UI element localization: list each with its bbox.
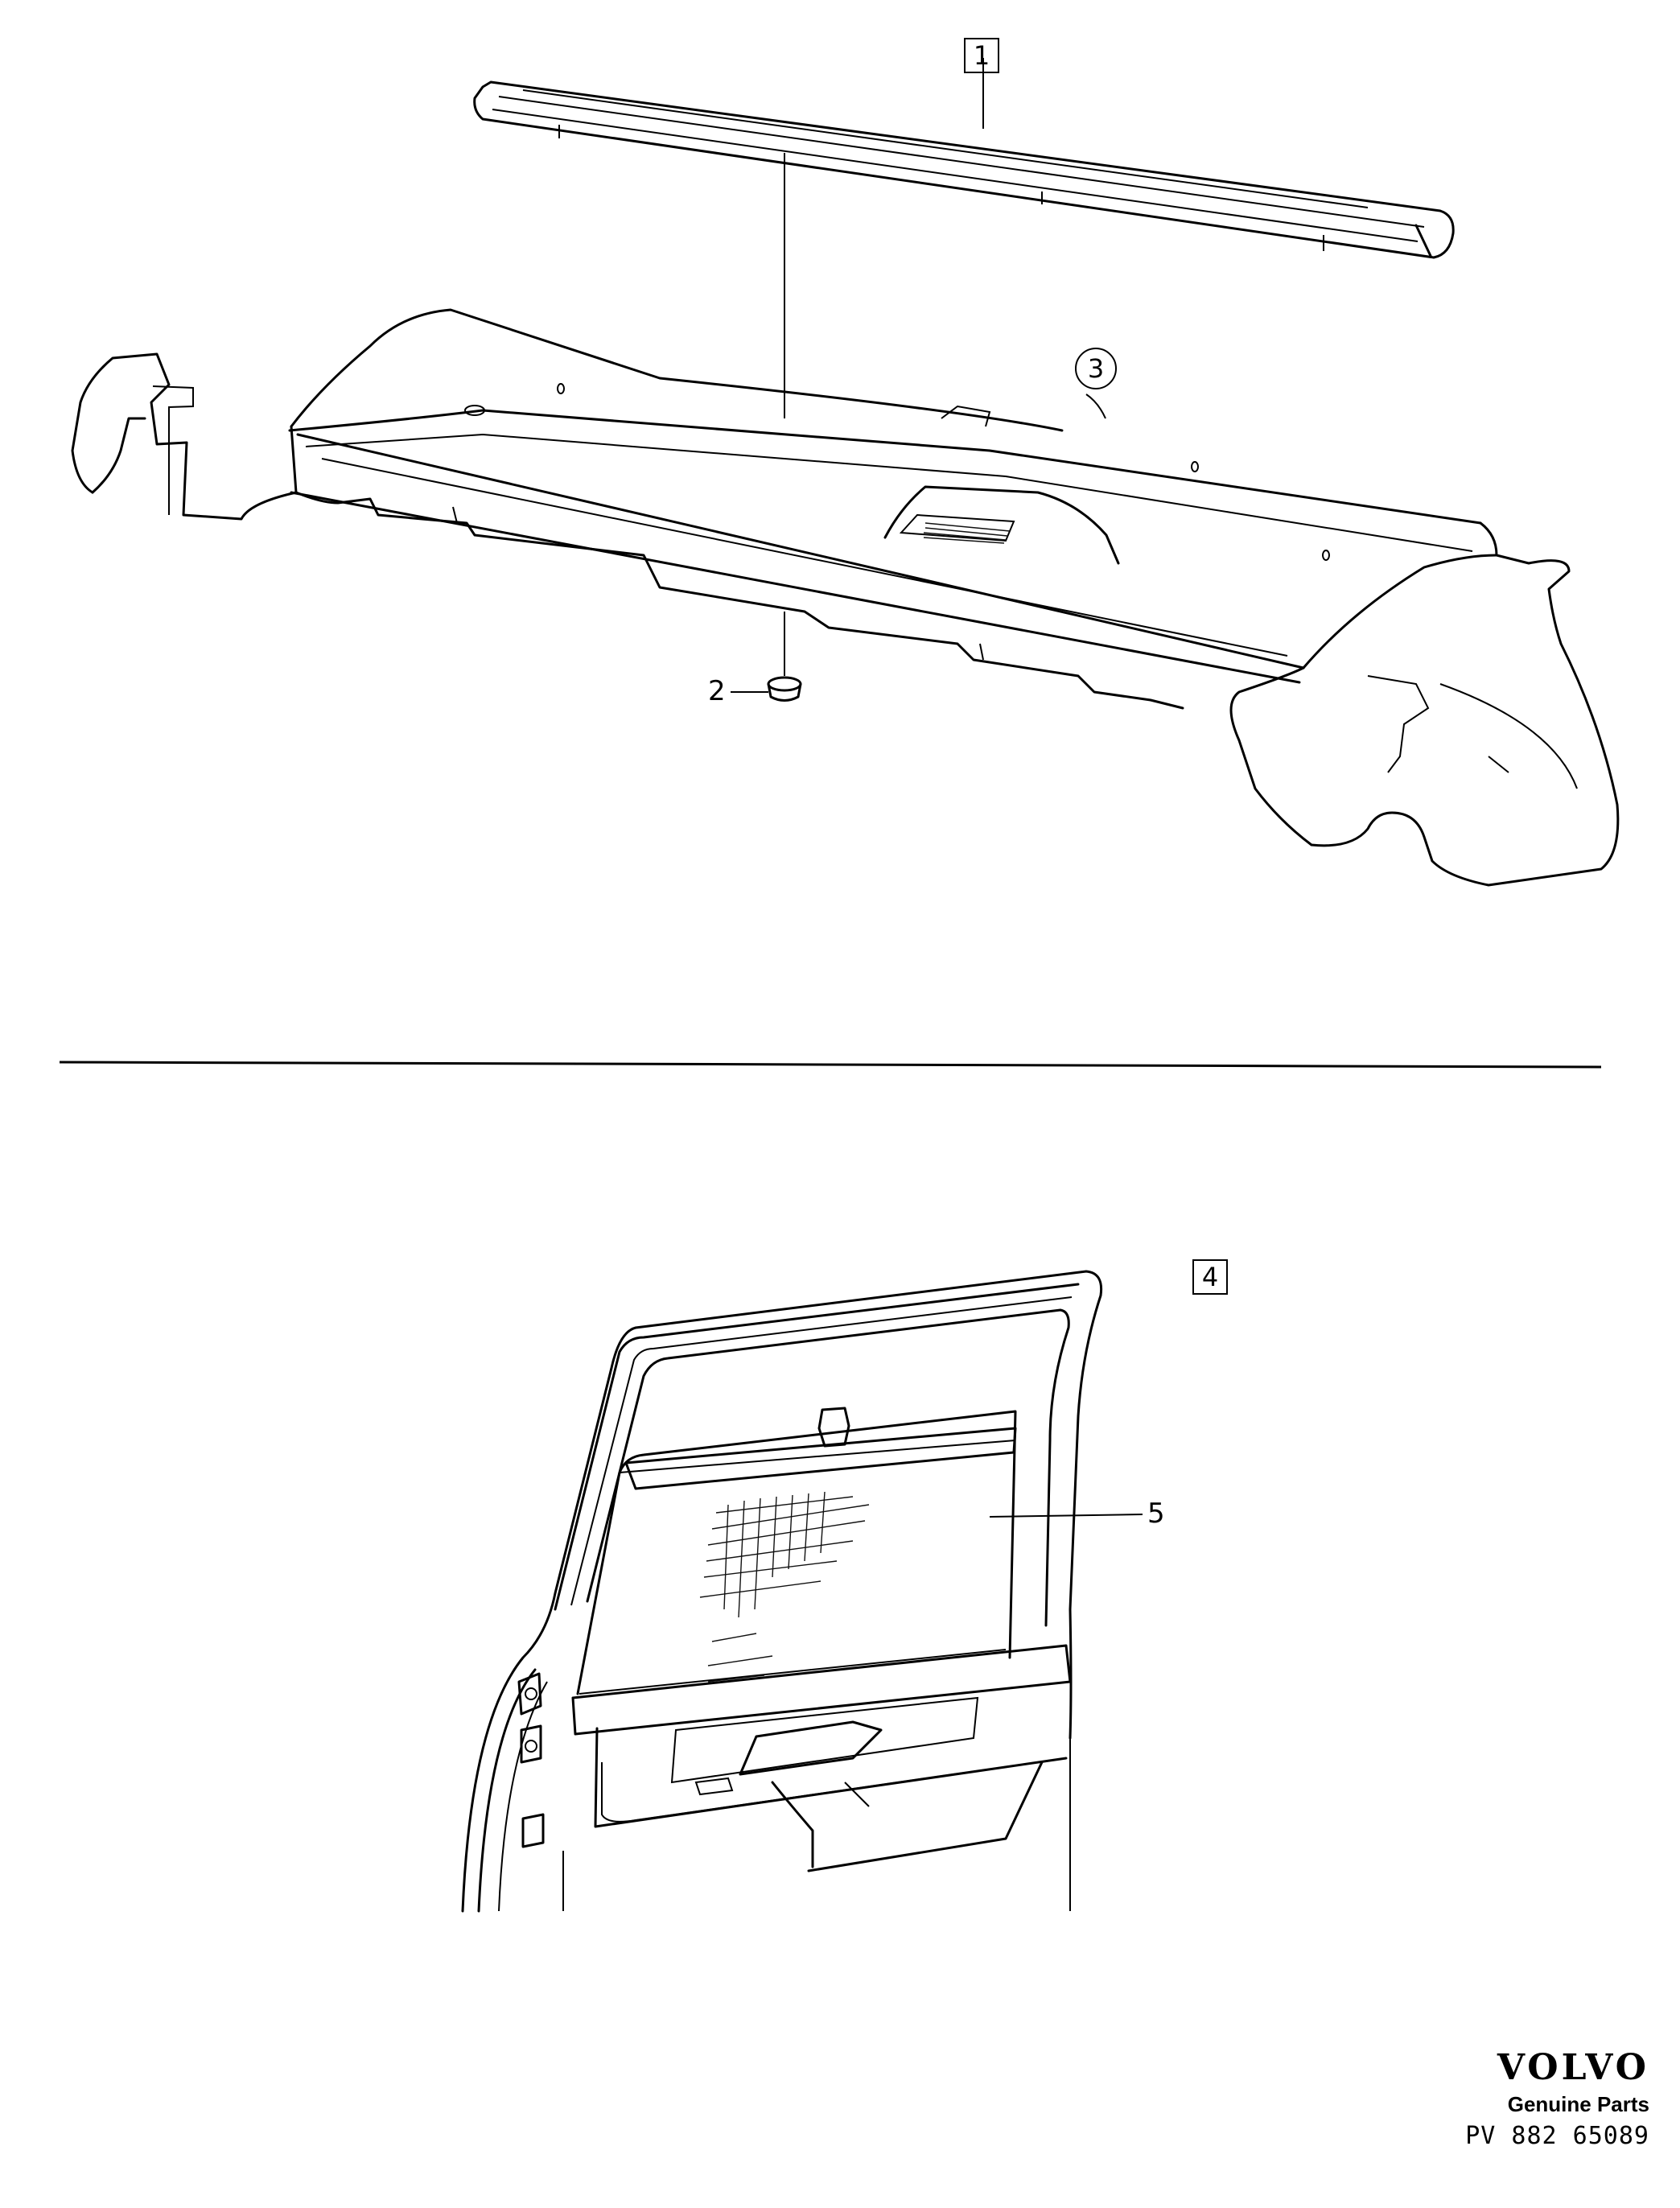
callout-part-4: 4 (1192, 1259, 1228, 1295)
callout-part-5: 5 (1147, 1497, 1165, 1530)
section-divider-line (59, 1061, 1602, 1069)
trim-strip-part-1 (473, 80, 1455, 259)
brand-tagline: Genuine Parts (1507, 2092, 1649, 2116)
callout-part-3: 3 (1075, 348, 1117, 389)
callout-part-1: 1 (964, 38, 999, 73)
volvo-logo: VOLVO (1497, 2047, 1649, 2088)
brand-block: VOLVO Genuine Parts PV 882 65089 (1465, 2047, 1649, 2151)
parcel-shelf-part-3 (71, 308, 1620, 887)
rear-door-part-4 (461, 1270, 1103, 1913)
callout-5-leader (989, 1514, 1143, 1518)
callout-3-leader (1085, 393, 1106, 419)
callout-part-2: 2 (708, 675, 726, 707)
diagram-code: PV 882 65089 (1465, 2122, 1649, 2150)
grommet-part-2 (731, 612, 802, 702)
